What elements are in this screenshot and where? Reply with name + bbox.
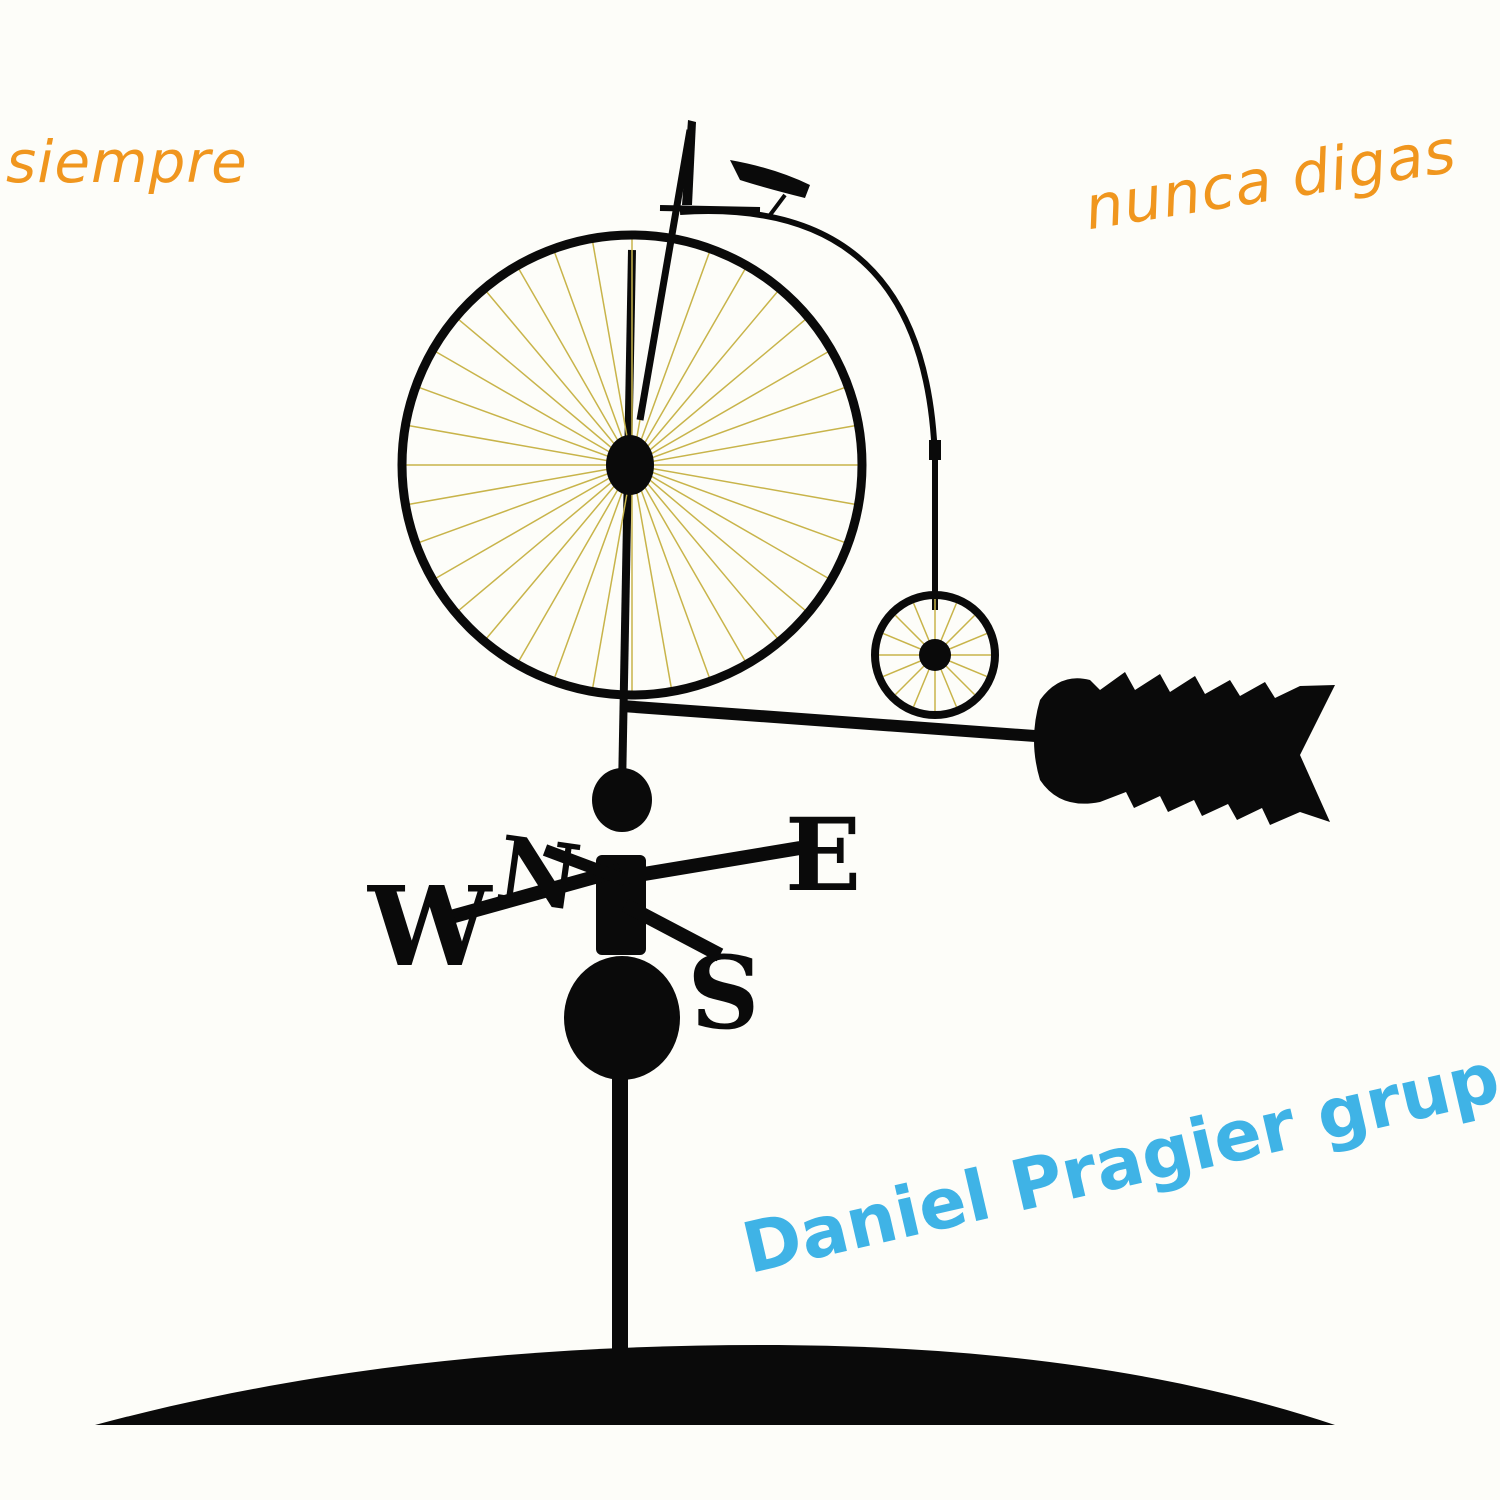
- big-wheel-spoke: [631, 464, 829, 579]
- compass-letter-south: S: [688, 931, 760, 1049]
- flag: [682, 120, 696, 205]
- big-wheel-spoke: [409, 464, 633, 505]
- small-wheel: [871, 591, 999, 719]
- big-wheel-spoke: [631, 464, 711, 678]
- big-wheel-spoke: [631, 464, 845, 544]
- big-wheel-spoke: [631, 319, 806, 466]
- upper-knob: [592, 768, 652, 832]
- pole: [612, 1060, 628, 1360]
- lower-sphere: [564, 956, 680, 1080]
- big-wheel-spoke: [631, 464, 855, 505]
- big-wheel-spoke: [631, 464, 746, 662]
- ground-dome: [95, 1345, 1335, 1425]
- backbone-clamp: [929, 440, 941, 460]
- big-wheel-spoke: [631, 464, 672, 688]
- big-wheel-spoke: [631, 386, 845, 466]
- seat: [730, 160, 810, 198]
- arm-north: [542, 844, 628, 886]
- big-wheel-spoke: [631, 425, 855, 466]
- backbone: [679, 208, 938, 610]
- compass-letter-east: E: [785, 796, 861, 914]
- big-wheel-spoke: [631, 351, 829, 466]
- big-wheel-spoke: [631, 268, 746, 466]
- big-wheel-spoke: [419, 464, 633, 544]
- big-wheel-spoke: [553, 252, 633, 466]
- big-wheel-spoke: [631, 464, 778, 639]
- big-wheel: [397, 230, 867, 700]
- arrow-tail: [1034, 672, 1335, 825]
- big-wheel-spoke: [553, 464, 633, 678]
- compass-letter-north: N: [490, 816, 586, 932]
- arm-south: [621, 898, 724, 962]
- big-wheel-spoke: [592, 242, 633, 466]
- big-wheel-spoke: [631, 464, 806, 611]
- arrow-shaft: [622, 700, 1035, 742]
- vertical-rod: [618, 249, 636, 791]
- arm-east: [618, 841, 802, 885]
- big-wheel-spoke: [458, 464, 633, 611]
- compass-letter-west: W: [367, 862, 493, 991]
- big-wheel-spoke: [419, 386, 633, 466]
- big-wheel-spoke: [518, 268, 633, 466]
- arm-west: [438, 863, 622, 927]
- big-wheel-spoke: [486, 464, 633, 639]
- big-wheel-spoke: [486, 291, 633, 466]
- big-wheel-spoke: [458, 319, 633, 466]
- title-line-siempre: siempre: [6, 128, 248, 196]
- big-wheel-spoke: [592, 464, 633, 688]
- big-wheel-spoke: [435, 351, 633, 466]
- fork-post: [636, 129, 694, 421]
- big-wheel-spoke: [631, 291, 778, 466]
- big-wheel-spoke: [435, 464, 633, 579]
- big-wheel-spoke: [518, 464, 633, 662]
- big-wheel-spoke: [631, 252, 711, 466]
- big-wheel-spoke: [409, 425, 633, 466]
- seat-strut: [768, 193, 787, 217]
